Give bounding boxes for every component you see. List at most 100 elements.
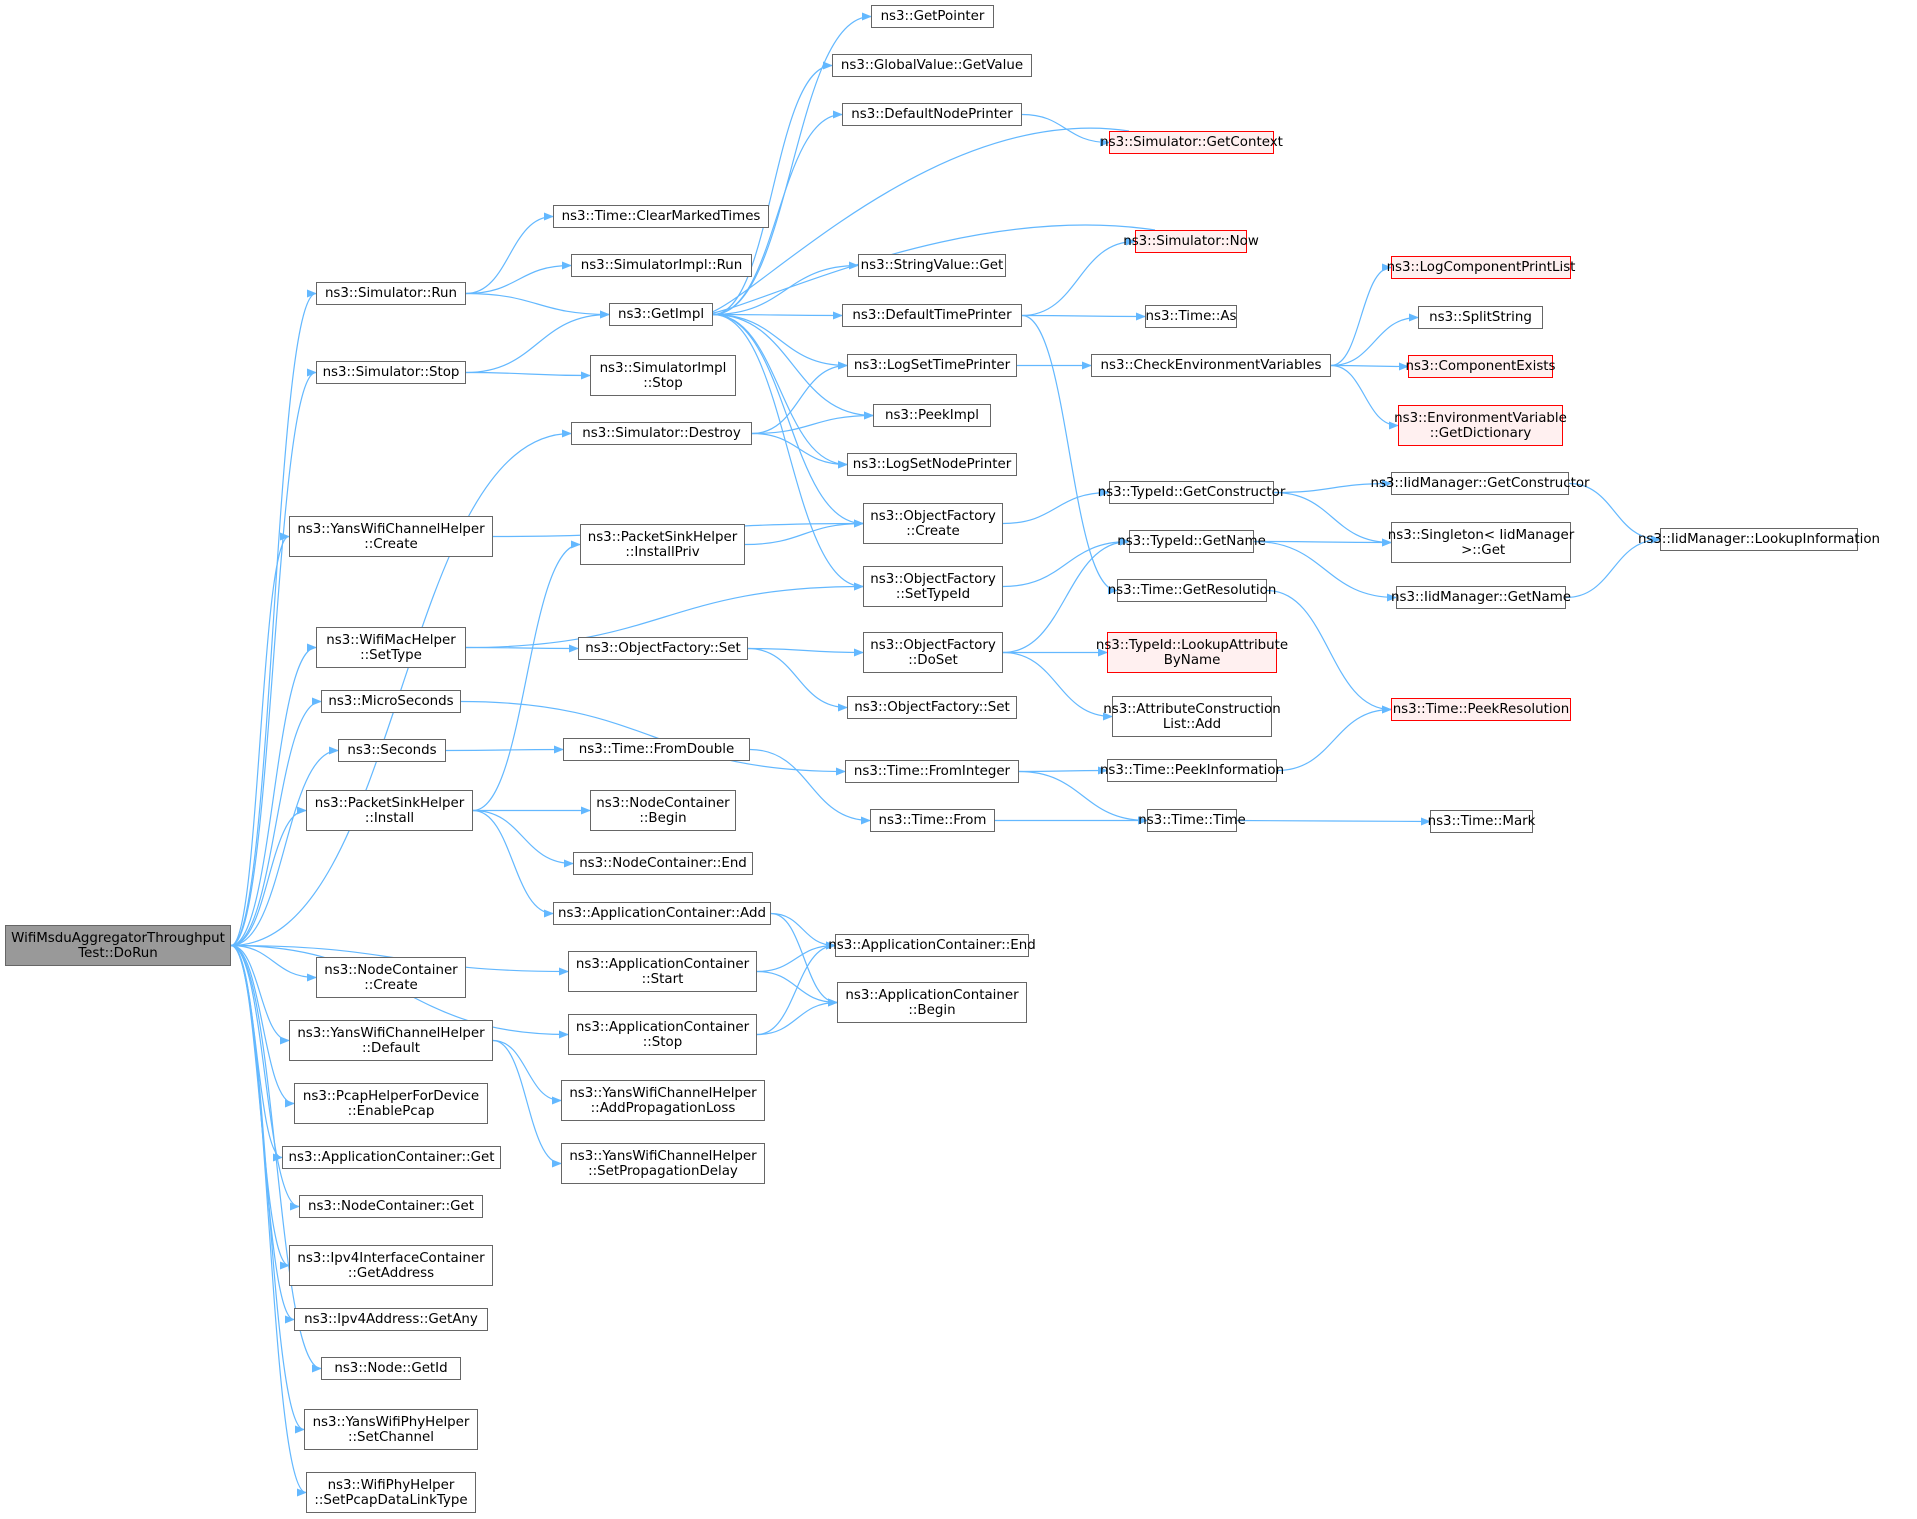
graph-node-acend[interactable]: ns3::ApplicationContainer::End	[828, 934, 1036, 957]
graph-node-getpointer[interactable]: ns3::GetPointer	[871, 5, 994, 28]
graph-node-timeas[interactable]: ns3::Time::As	[1145, 305, 1237, 328]
graph-node-defnodeprinter[interactable]: ns3::DefaultNodePrinter	[842, 103, 1022, 126]
graph-node-now[interactable]: ns3::Simulator::Now	[1123, 230, 1259, 253]
graph-node-ofdoset[interactable]: ns3::ObjectFactory ::DoSet	[863, 632, 1003, 673]
edge-seconds-to-fromdouble	[445, 745, 564, 754]
graph-node-fromdouble[interactable]: ns3::Time::FromDouble	[563, 738, 750, 761]
graph-node-getconstructor[interactable]: ns3::TypeId::GetConstructor	[1098, 481, 1285, 504]
graph-node-nccreate[interactable]: ns3::NodeContainer ::Create	[316, 957, 466, 998]
graph-node-label: ns3::Time::FromDouble	[578, 742, 735, 757]
graph-node-logsetnode[interactable]: ns3::LogSetNodePrinter	[847, 453, 1017, 476]
graph-node-deftimeprinter[interactable]: ns3::DefaultTimePrinter	[842, 304, 1022, 327]
edge-getcontext-to-getimpl	[702, 127, 1130, 319]
graph-node-clearmarked[interactable]: ns3::Time::ClearMarkedTimes	[553, 205, 769, 228]
graph-node-label: ns3::LogSetTimePrinter	[853, 358, 1011, 373]
edge-deftimeprinter-to-timeas	[1021, 312, 1146, 321]
graph-node-lookupattr[interactable]: ns3::TypeId::LookupAttribute ByName	[1096, 632, 1288, 673]
edge-deftimeprinter-to-now	[1021, 237, 1136, 317]
graph-node-ofset2[interactable]: ns3::ObjectFactory::Set	[847, 696, 1017, 719]
graph-node-acadd[interactable]: ns3::ApplicationContainer::Add	[553, 902, 771, 925]
graph-node-ofsettypeid[interactable]: ns3::ObjectFactory ::SetTypeId	[863, 566, 1003, 607]
graph-node-lookupinfo[interactable]: ns3::IidManager::LookupInformation	[1638, 528, 1880, 551]
edge-ofdoset-to-attrconstr	[1002, 651, 1113, 721]
graph-node-psinstallpriv[interactable]: ns3::PacketSinkHelper ::InstallPriv	[580, 524, 745, 565]
graph-node-getany[interactable]: ns3::Ipv4Address::GetAny	[294, 1308, 488, 1331]
graph-node-label: ns3::ApplicationContainer::End	[828, 938, 1036, 953]
graph-node-timemark[interactable]: ns3::Time::Mark	[1427, 810, 1536, 833]
graph-node-root[interactable]: WifiMsduAggregatorThroughput Test::DoRun	[5, 925, 231, 966]
graph-node-ofset1[interactable]: ns3::ObjectFactory::Set	[578, 637, 748, 660]
edge-ofcreate-to-getconstructor	[1002, 488, 1110, 525]
graph-node-label: ns3::Time::Mark	[1427, 814, 1536, 829]
graph-node-label: ns3::ComponentExists	[1405, 359, 1556, 374]
graph-node-pcap[interactable]: ns3::PcapHelperForDevice ::EnablePcap	[294, 1083, 488, 1124]
graph-node-label: ns3::ApplicationContainer::Get	[288, 1150, 495, 1165]
graph-node-envdict[interactable]: ns3::EnvironmentVariable ::GetDictionary	[1394, 405, 1567, 446]
graph-node-timetime[interactable]: ns3::Time::Time	[1138, 809, 1246, 832]
graph-node-seconds[interactable]: ns3::Seconds	[338, 739, 446, 762]
graph-node-label: ns3::Simulator::Destroy	[582, 426, 741, 441]
graph-node-attrconstr[interactable]: ns3::AttributeConstruction List::Add	[1103, 696, 1281, 737]
graph-node-ofcreate[interactable]: ns3::ObjectFactory ::Create	[863, 503, 1003, 544]
graph-node-setpropdelay[interactable]: ns3::YansWifiChannelHelper ::SetPropagat…	[561, 1143, 765, 1184]
graph-node-run[interactable]: ns3::Simulator::Run	[316, 282, 466, 305]
graph-node-getimpl[interactable]: ns3::GetImpl	[609, 303, 713, 326]
graph-node-label: ns3::NodeContainer::End	[579, 856, 747, 871]
graph-node-iidgetname[interactable]: ns3::IidManager::GetName	[1391, 586, 1571, 609]
graph-node-label: ns3::Time::As	[1145, 309, 1237, 324]
edge-run-to-clearmarked	[465, 212, 554, 295]
graph-node-pcapdlt[interactable]: ns3::WifiPhyHelper ::SetPcapDataLinkType	[306, 1472, 476, 1513]
graph-node-compexists[interactable]: ns3::ComponentExists	[1405, 355, 1556, 378]
graph-node-iidgetconstr[interactable]: ns3::IidManager::GetConstructor	[1370, 472, 1590, 495]
edge-run-to-getimpl	[465, 292, 610, 319]
graph-node-ncbegin[interactable]: ns3::NodeContainer ::Begin	[590, 790, 736, 831]
edge-root-to-getid	[230, 944, 322, 1373]
graph-node-stringget[interactable]: ns3::StringValue::Get	[858, 254, 1006, 277]
graph-node-stop[interactable]: ns3::Simulator::Stop	[316, 361, 466, 384]
graph-node-label: ns3::IidManager::LookupInformation	[1637, 532, 1881, 547]
graph-node-yansdefault[interactable]: ns3::YansWifiChannelHelper ::Default	[289, 1020, 493, 1061]
graph-node-gvgetvalue[interactable]: ns3::GlobalValue::GetValue	[832, 54, 1032, 77]
edge-checkenv-to-logcompprint	[1330, 263, 1392, 367]
graph-node-singleton[interactable]: ns3::Singleton< IidManager >::Get	[1388, 522, 1574, 563]
graph-node-acbegin[interactable]: ns3::ApplicationContainer ::Begin	[837, 982, 1027, 1023]
graph-node-ncget[interactable]: ns3::NodeContainer::Get	[299, 1195, 483, 1218]
edge-root-to-nccreate	[230, 944, 317, 982]
graph-node-timefrom[interactable]: ns3::Time::From	[870, 809, 995, 832]
graph-node-ncend[interactable]: ns3::NodeContainer::End	[573, 852, 753, 875]
graph-node-acstart[interactable]: ns3::ApplicationContainer ::Start	[568, 951, 757, 992]
graph-node-getresolution[interactable]: ns3::Time::GetResolution	[1108, 579, 1276, 602]
graph-node-addprop[interactable]: ns3::YansWifiChannelHelper ::AddPropagat…	[561, 1080, 765, 1121]
graph-node-logsettime[interactable]: ns3::LogSetTimePrinter	[847, 354, 1017, 377]
graph-node-setchannel[interactable]: ns3::YansWifiPhyHelper ::SetChannel	[304, 1409, 478, 1450]
graph-node-acget[interactable]: ns3::ApplicationContainer::Get	[282, 1146, 501, 1169]
graph-node-peekinfo[interactable]: ns3::Time::PeekInformation	[1100, 759, 1284, 782]
graph-node-label: ns3::NodeContainer ::Create	[324, 962, 458, 993]
graph-node-label: ns3::Time::GetResolution	[1107, 583, 1277, 598]
graph-node-frominteger[interactable]: ns3::Time::FromInteger	[845, 760, 1019, 783]
graph-node-label: ns3::Simulator::Stop	[322, 365, 460, 380]
graph-node-destroy[interactable]: ns3::Simulator::Destroy	[571, 422, 752, 445]
graph-node-getid[interactable]: ns3::Node::GetId	[321, 1357, 461, 1380]
graph-node-label: ns3::EnvironmentVariable ::GetDictionary	[1394, 410, 1567, 441]
graph-node-logcompprint[interactable]: ns3::LogComponentPrintList	[1387, 256, 1575, 279]
graph-node-psinstall[interactable]: ns3::PacketSinkHelper ::Install	[306, 790, 473, 831]
graph-node-label: ns3::Time::ClearMarkedTimes	[561, 209, 761, 224]
graph-node-getcontext[interactable]: ns3::Simulator::GetContext	[1100, 131, 1283, 154]
graph-node-checkenv[interactable]: ns3::CheckEnvironmentVariables	[1091, 354, 1331, 377]
graph-node-ipv4getaddr[interactable]: ns3::Ipv4InterfaceContainer ::GetAddress	[289, 1245, 493, 1286]
graph-node-yanscreate[interactable]: ns3::YansWifiChannelHelper ::Create	[289, 516, 493, 557]
graph-node-peekresolution[interactable]: ns3::Time::PeekResolution	[1391, 698, 1571, 721]
edge-checkenv-to-splitstring	[1330, 313, 1419, 367]
graph-node-typeidgetname[interactable]: ns3::TypeId::GetName	[1117, 530, 1266, 553]
edge-ofset1-to-ofdoset	[747, 647, 864, 657]
graph-node-implrun[interactable]: ns3::SimulatorImpl::Run	[571, 254, 752, 277]
edge-yansdefault-to-setpropdelay	[492, 1039, 562, 1168]
graph-node-micro[interactable]: ns3::MicroSeconds	[321, 690, 461, 713]
graph-node-peekimpl[interactable]: ns3::PeekImpl	[873, 404, 991, 427]
edge-fromdouble-to-timefrom	[749, 748, 871, 825]
graph-node-splitstring[interactable]: ns3::SplitString	[1418, 306, 1543, 329]
graph-node-acstop[interactable]: ns3::ApplicationContainer ::Stop	[568, 1014, 757, 1055]
graph-node-macsettype[interactable]: ns3::WifiMacHelper ::SetType	[316, 627, 466, 668]
graph-node-implstop[interactable]: ns3::SimulatorImpl ::Stop	[590, 355, 736, 396]
